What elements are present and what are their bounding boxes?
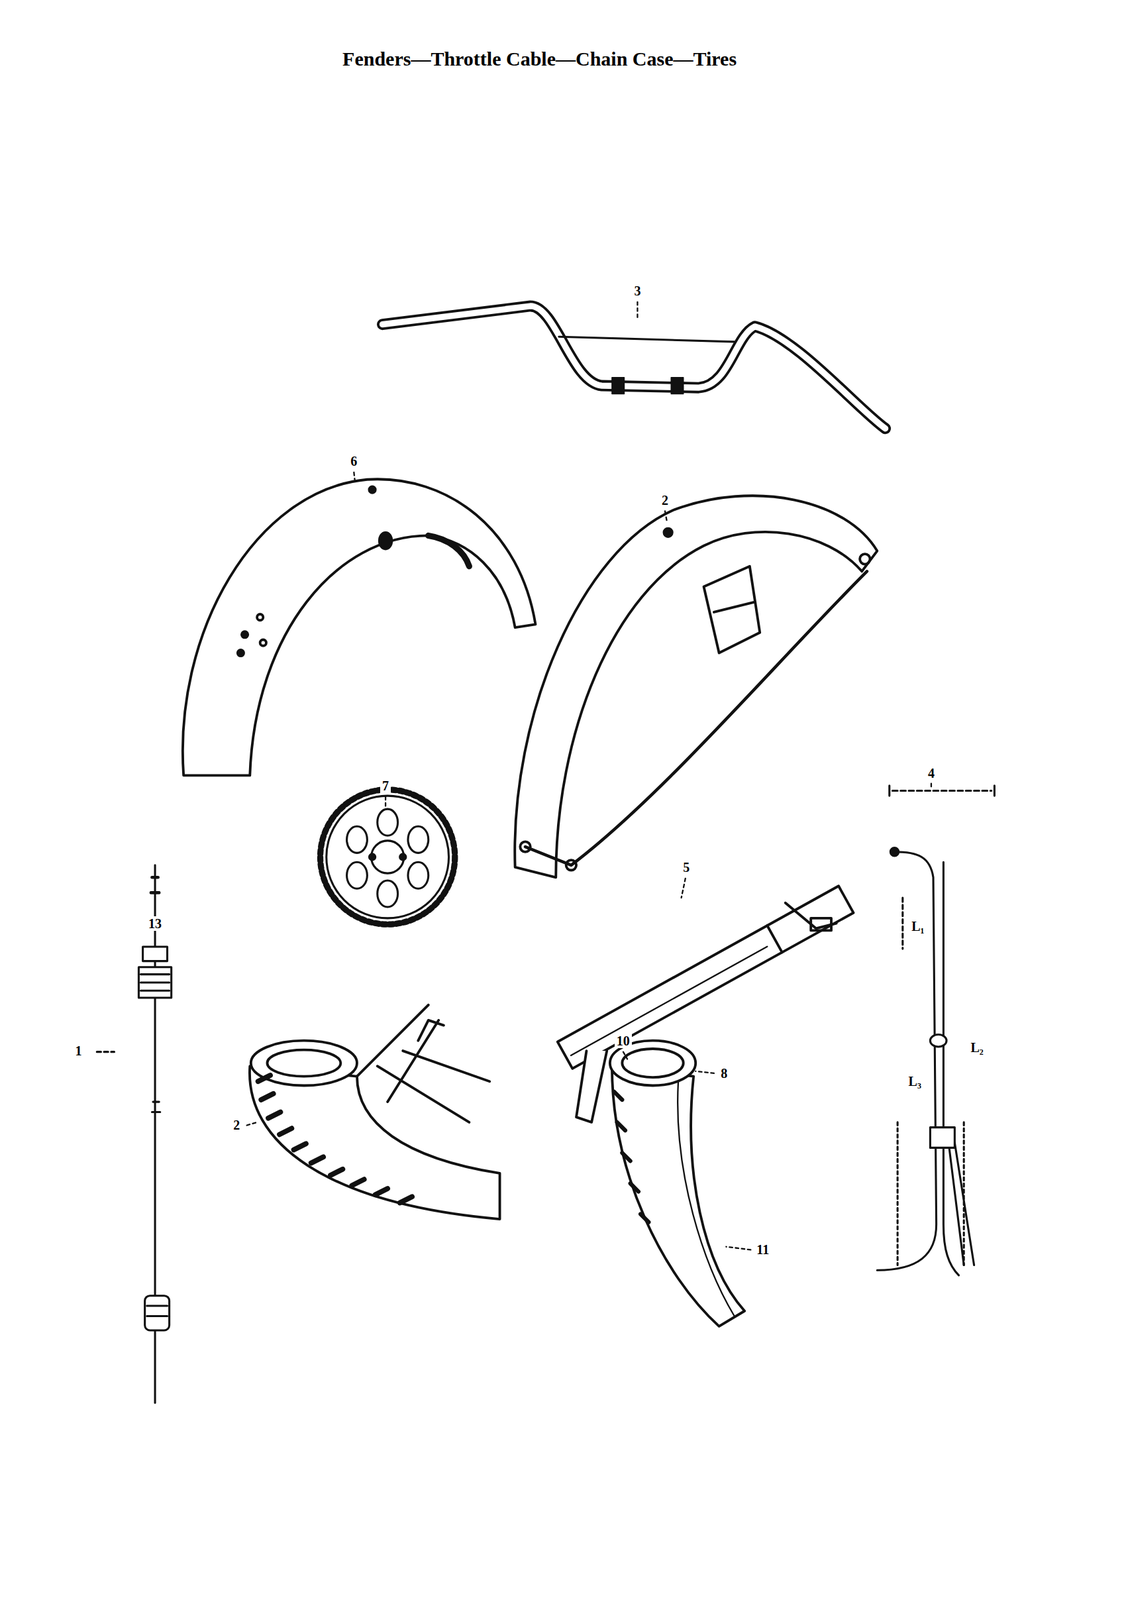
callout-number: 2 [231, 1117, 242, 1132]
handlebar [382, 306, 885, 429]
throttle-cable [876, 785, 995, 1276]
callout-number: 4 [925, 765, 937, 781]
front-fender [514, 495, 877, 877]
callout-number: 13 [146, 916, 164, 931]
callout-number: 8 [718, 1065, 730, 1081]
rear-fender [182, 478, 536, 775]
rear-tire [249, 1004, 501, 1219]
callout-number: 5 [680, 859, 692, 875]
callout-number: 1 [73, 1043, 85, 1058]
leader-lines [247, 302, 932, 1250]
callout-number: L₂ [969, 1039, 986, 1055]
callout-number: 11 [754, 1241, 771, 1257]
callout-number: L₁ [909, 918, 926, 934]
callout-number: 2 [659, 492, 671, 508]
left-cable [96, 865, 171, 1403]
callout-number: 6 [348, 453, 359, 469]
callout-number: 7 [380, 778, 391, 793]
front-tire [610, 1040, 745, 1327]
callout-number: 10 [614, 1033, 632, 1048]
chain-case [557, 885, 854, 1123]
sprocket [320, 789, 456, 924]
callout-number: L₃ [906, 1073, 924, 1089]
diagram-title: Fenders—Throttle Cable—Chain Case—Tires [342, 47, 737, 71]
callout-number: 3 [631, 283, 643, 299]
